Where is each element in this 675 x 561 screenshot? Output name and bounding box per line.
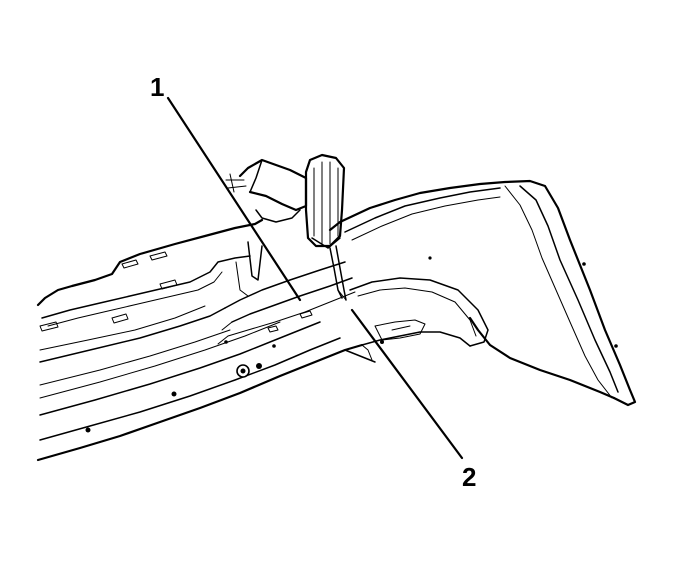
screwdriver-icon [304,153,347,301]
callout-1-label: 1 [150,72,164,102]
bumper-fascia [36,179,637,462]
callout-2-label: 2 [462,462,476,492]
trim-tool-icon [225,158,308,223]
callout-1-leader [166,96,302,302]
callout-2-leader [350,308,464,460]
